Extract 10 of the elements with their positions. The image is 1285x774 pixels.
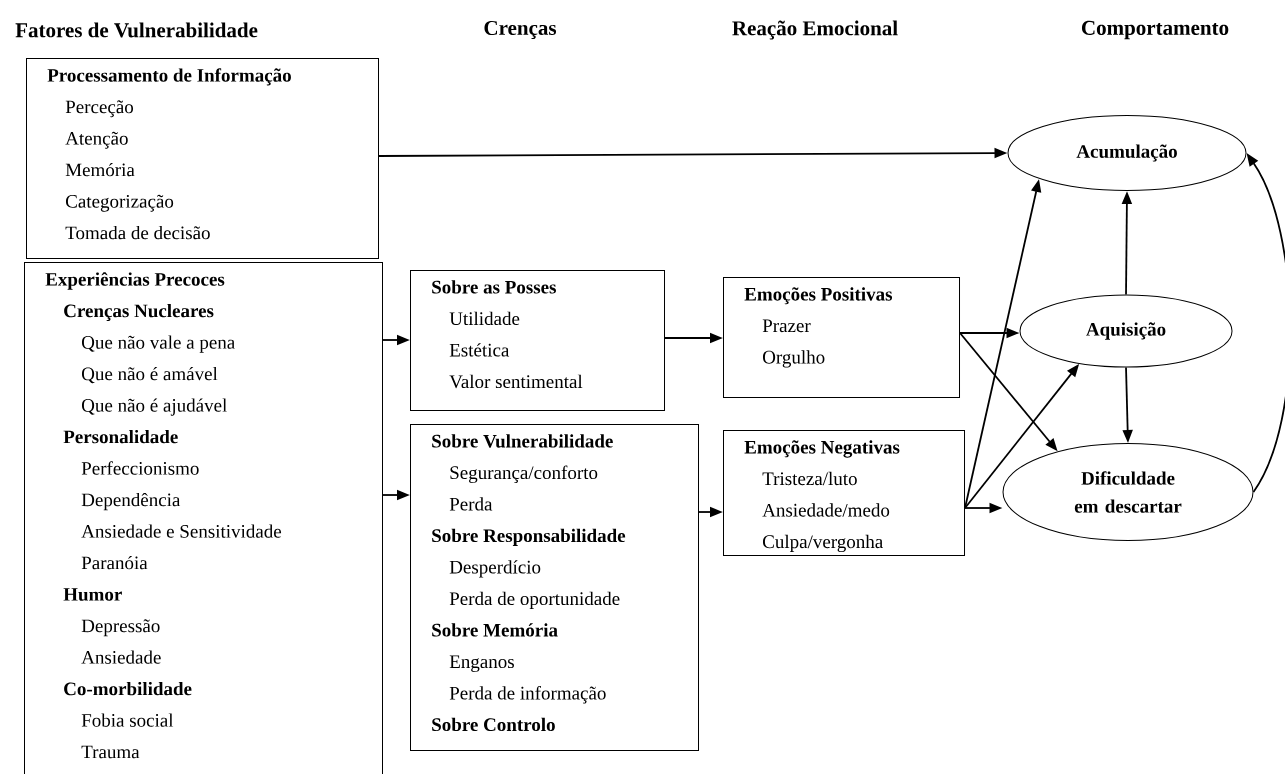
- column-heading: Fatores de Vulnerabilidade: [15, 22, 258, 38]
- text-box: Emoções Positivas Prazer Orgulho: [723, 277, 960, 398]
- text-box: Emoções Negativas Tristeza/luto Ansiedade/medo Culpa/vergonha: [723, 430, 965, 556]
- text-box: Sobre as Posses Utilidade Estética Valor sentimental: [410, 270, 665, 411]
- text-box: Sobre Vulnerabilidade Segurança/conforto Perda Sobre Responsabilidade Desperdício Perda de oportunidade Sobre Memória Enganos Perda de informação Sobre Controlo: [410, 424, 699, 751]
- column-heading: Comportamento: [1081, 20, 1229, 40]
- text-box: Processamento de Informação Perceção Atenção Memória Categorização Tomada de decisão: [26, 58, 379, 259]
- column-heading: Crenças: [484, 20, 557, 40]
- text-box: Experiências Precoces Crenças Nucleares Que não vale a pena Que não é amável Que não é ajudável Personalidade Perfeccionismo Dependência Ansiedade e Sensitividade Paranóia Humor Depressão Ansiedade Co-morbilidade Fobia social Trauma: [24, 262, 383, 774]
- column-heading: Reação Emocional: [732, 20, 898, 40]
